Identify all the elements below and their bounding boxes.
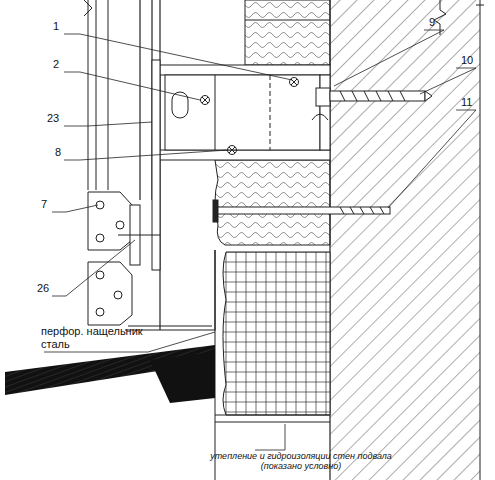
- angle-bracket: [88, 192, 160, 325]
- note-text: утепление и гидроизоляции стен подвала (…: [200, 451, 402, 472]
- leader-lines: [44, 30, 476, 450]
- vertical-profile: [125, 0, 215, 330]
- note-text: перфор. нащельник сталь: [40, 325, 154, 350]
- bracket: [152, 60, 330, 270]
- wall-anchor: [330, 91, 432, 101]
- callout-number: 7: [40, 198, 48, 211]
- callout-number: 8: [54, 146, 62, 159]
- basement-insulation: [215, 250, 330, 480]
- callout-number: 9: [428, 16, 436, 29]
- callout-number: 26: [36, 282, 50, 295]
- concrete-wall: [330, 0, 484, 480]
- facade-panel: [84, 0, 108, 190]
- callout-number: 23: [46, 112, 60, 125]
- callout-number: 11: [460, 96, 473, 109]
- callout-number: 2: [52, 58, 60, 71]
- insulation-dowel: [213, 200, 390, 222]
- callout-number: 10: [460, 54, 474, 67]
- callout-number: 1: [52, 20, 60, 33]
- ground-wedge: [5, 345, 215, 403]
